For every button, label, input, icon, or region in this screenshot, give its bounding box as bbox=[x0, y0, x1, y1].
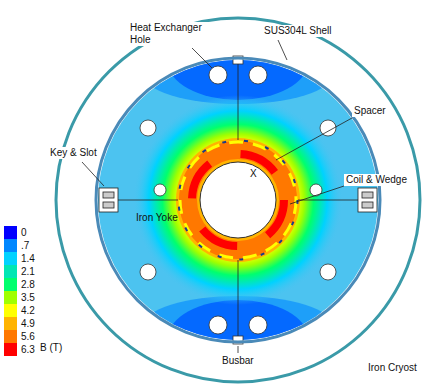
coil-annulus bbox=[188, 150, 288, 250]
part-label: Key & Slot bbox=[48, 147, 99, 159]
split-line bbox=[238, 64, 239, 140]
yoke-hole bbox=[140, 264, 156, 280]
yoke-hole bbox=[154, 184, 166, 196]
legend-value: 0 bbox=[21, 226, 27, 239]
yoke-split-lines bbox=[118, 64, 358, 336]
split-line bbox=[238, 260, 239, 336]
yoke-hole bbox=[140, 120, 156, 136]
leader-line bbox=[290, 186, 344, 204]
key-and-slot bbox=[99, 188, 377, 212]
part-label: Spacer bbox=[352, 105, 388, 117]
heat-exchanger-hole bbox=[249, 66, 267, 84]
part-label: Iron Yoke bbox=[136, 212, 178, 224]
leader-line bbox=[276, 118, 352, 160]
leader-line bbox=[82, 162, 104, 186]
part-label: SUS304L Shell bbox=[262, 25, 333, 37]
legend-swatch bbox=[4, 291, 17, 304]
split-line bbox=[298, 200, 358, 201]
legend-value: 2.8 bbox=[21, 278, 35, 291]
heat-exchanger-hole bbox=[249, 316, 267, 334]
heat-exchanger-hole bbox=[209, 66, 227, 84]
bore bbox=[200, 162, 276, 238]
key bbox=[362, 202, 373, 208]
leader-line bbox=[278, 40, 287, 60]
legend-value: 3.5 bbox=[21, 291, 35, 304]
legend-value: 4.9 bbox=[21, 317, 35, 330]
legend-swatch bbox=[4, 265, 17, 278]
leader-lines bbox=[82, 40, 352, 353]
key-slot bbox=[358, 188, 377, 212]
heat-exchanger-hole bbox=[209, 316, 227, 334]
legend-swatch bbox=[4, 239, 17, 252]
axis-label: X bbox=[250, 168, 257, 180]
yoke-hole bbox=[320, 264, 336, 280]
legend-swatch bbox=[4, 343, 17, 356]
iron-yoke bbox=[98, 60, 378, 340]
part-label: Busbar bbox=[220, 355, 256, 367]
part-label: Iron Cryost bbox=[366, 362, 419, 374]
part-label: Coil & Wedge bbox=[344, 174, 409, 186]
legend-value: 6.3 bbox=[21, 343, 35, 356]
cryostat-ring bbox=[56, 18, 420, 382]
part-label: Heat Exchanger Hole bbox=[128, 22, 210, 46]
legend-value: 1.4 bbox=[21, 252, 35, 265]
legend-value: 2.1 bbox=[21, 265, 35, 278]
key-slot bbox=[99, 188, 118, 212]
legend-swatch bbox=[4, 252, 17, 265]
legend-swatch bbox=[4, 304, 17, 317]
coil-wedges bbox=[180, 142, 296, 258]
legend-swatch bbox=[4, 317, 17, 330]
stainless-shell bbox=[96, 58, 380, 342]
legend-value: 5.6 bbox=[21, 330, 35, 343]
leader-line bbox=[238, 346, 239, 353]
coil-peak-field bbox=[192, 154, 284, 246]
legend-unit: B (T) bbox=[40, 342, 62, 354]
legend-swatch bbox=[4, 330, 17, 343]
leader-line bbox=[192, 48, 212, 68]
key bbox=[103, 192, 114, 198]
key bbox=[103, 202, 114, 208]
legend-value: .7 bbox=[21, 239, 29, 252]
key bbox=[362, 192, 373, 198]
legend-swatch bbox=[4, 278, 17, 291]
split-line bbox=[118, 200, 178, 201]
legend-swatch bbox=[4, 226, 17, 239]
legend-value: 4.2 bbox=[21, 304, 35, 317]
